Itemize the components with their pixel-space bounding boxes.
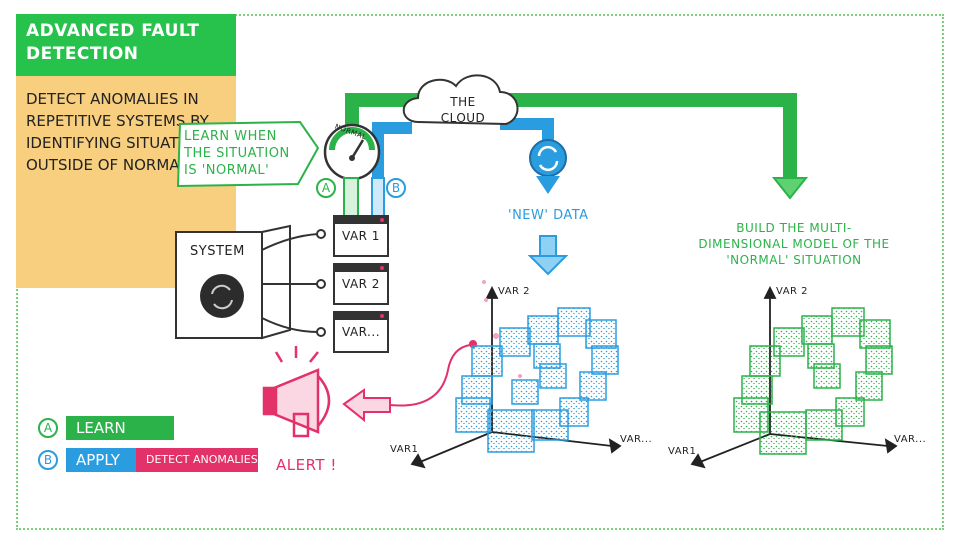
system-box <box>175 224 291 340</box>
tag-b-icon: B <box>386 178 406 198</box>
diagram-title: Advanced Fault Detection <box>16 14 236 76</box>
variable-windows <box>333 215 389 353</box>
cloud-shape <box>402 74 519 126</box>
new-data-arrow <box>527 235 569 276</box>
green-down-arrowhead <box>771 177 809 200</box>
green-axis-y-label: VAR 2 <box>776 286 809 297</box>
legend-detect-bar: Detect anomalies <box>136 448 258 472</box>
green-axis-z-label: VAR... <box>894 434 927 445</box>
apply-pipe <box>371 177 385 219</box>
variable-1-label: VAR 1 <box>342 229 380 243</box>
blue-down-arrowhead-1 <box>536 176 560 194</box>
alert-arrow <box>342 340 477 423</box>
normal-gauge-icon <box>323 123 381 181</box>
legend-tag-b: B <box>38 450 58 470</box>
blue-axis-z-label: VAR... <box>620 434 653 445</box>
learn-caption: Learn when the situation is 'normal' <box>184 129 290 178</box>
megaphone-icon <box>262 346 331 438</box>
blue-axis-x-label: VAR1 <box>390 444 419 455</box>
variable-2-label: VAR 2 <box>342 277 380 291</box>
variable-n-label: VAR... <box>342 325 381 339</box>
system-label: System <box>190 244 245 259</box>
apply-flow-arrow <box>372 118 554 178</box>
legend-learn-bar: Learn <box>66 416 174 440</box>
green-data-cloud <box>733 307 893 455</box>
learn-flow-arrow <box>345 93 797 180</box>
tag-a-icon: A <box>316 178 336 198</box>
learn-pipe <box>343 177 359 219</box>
alert-label: Alert ! <box>276 456 337 474</box>
new-data-label: 'New' data <box>508 208 589 223</box>
cloud-label: The Cloud <box>440 95 486 125</box>
learn-caption-bubble <box>176 120 320 188</box>
sync-icon <box>529 139 567 177</box>
system-connectors <box>261 229 326 337</box>
blue-data-cloud <box>455 307 619 453</box>
anomaly-points <box>482 280 522 378</box>
legend-tag-a: A <box>38 418 58 438</box>
legend-apply-bar: Apply <box>66 448 136 472</box>
green-axis-x-label: VAR1 <box>668 446 697 457</box>
blue-axis-y-label: VAR 2 <box>498 286 531 297</box>
model-caption: Build the multi-dimensional model of the… <box>698 221 890 267</box>
